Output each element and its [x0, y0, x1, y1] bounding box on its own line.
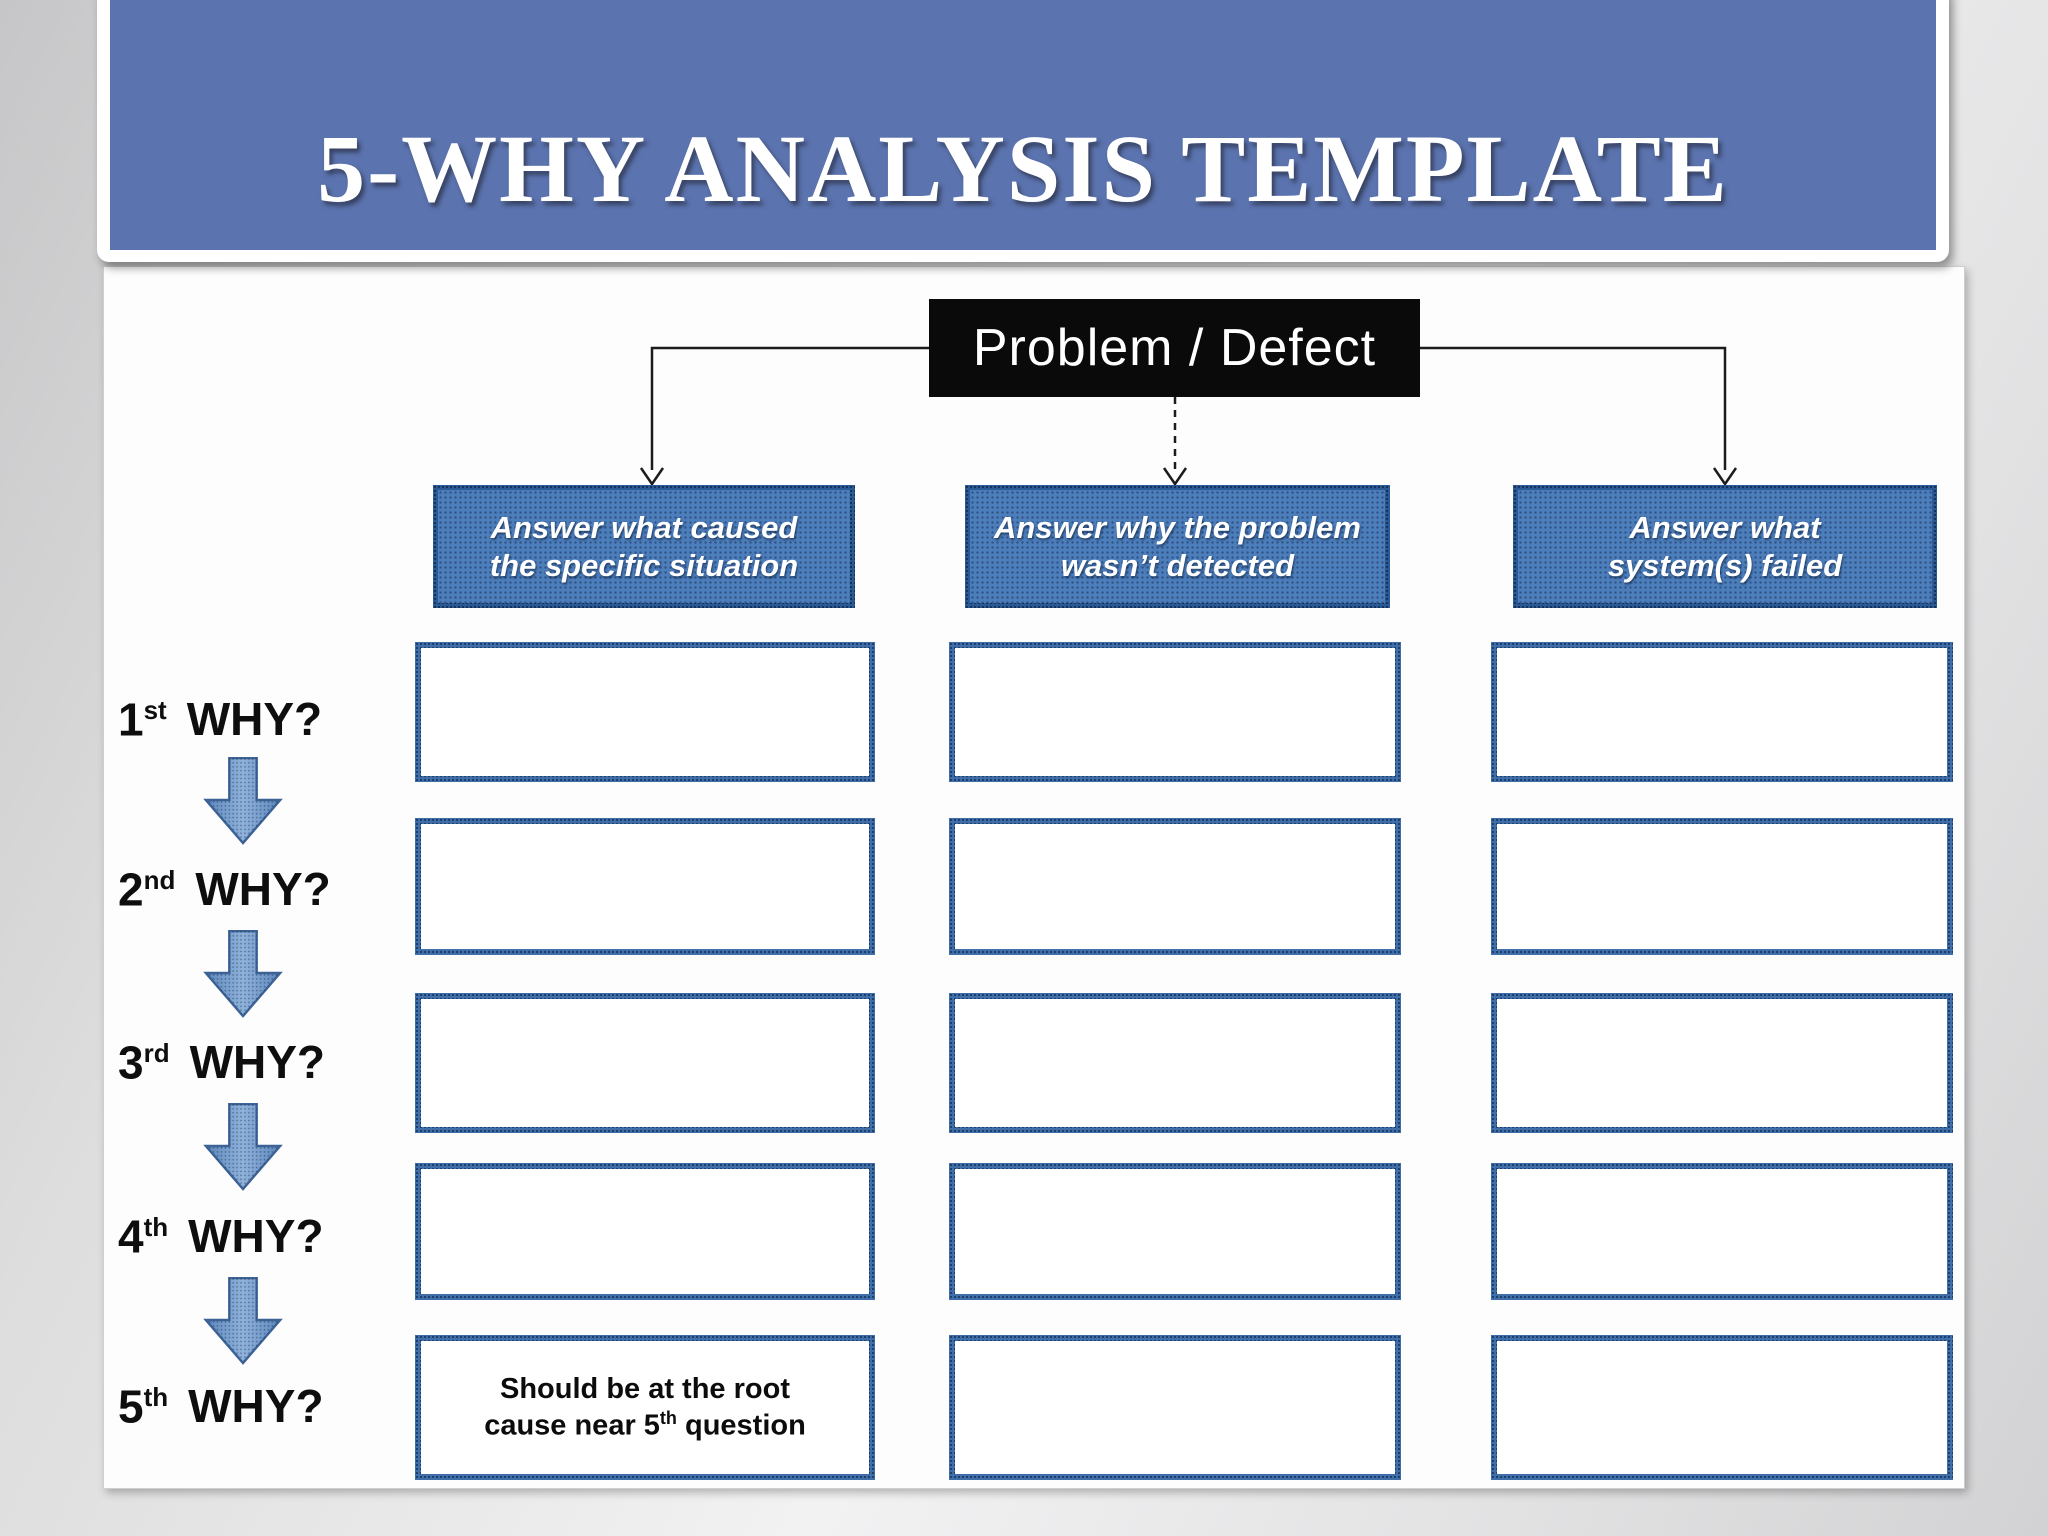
column-header-line: system(s) failed	[1607, 547, 1843, 583]
down-arrow-icon	[203, 1277, 283, 1365]
why-word: WHY?	[189, 1036, 326, 1089]
why-number: 1	[118, 693, 144, 746]
note-text: Should be at the root cause near 5	[484, 1372, 790, 1442]
answer-cell	[949, 642, 1401, 782]
down-arrow-icon	[203, 757, 283, 845]
why-number: 3	[118, 1036, 144, 1089]
why-ordinal: th	[143, 1212, 169, 1242]
why-label-4: 4th WHY?	[118, 1191, 418, 1263]
why-number: 4	[118, 1210, 144, 1263]
answer-cell	[415, 642, 875, 782]
title-banner: 5-WHY ANALYSIS TEMPLATE	[97, 0, 1949, 262]
column-header-line: Answer why the problem	[994, 510, 1361, 546]
page-title: 5-WHY ANALYSIS TEMPLATE	[317, 115, 1729, 222]
why-ordinal: th	[143, 1382, 169, 1412]
note-ordinal: th	[659, 1408, 677, 1429]
column-header-line: Answer what	[1629, 510, 1821, 546]
root-cause-note-cell: Should be at the root cause near 5th que…	[415, 1335, 875, 1480]
answer-cell	[949, 1163, 1401, 1300]
problem-defect-label: Problem / Defect	[972, 319, 1377, 377]
answer-cell	[415, 1163, 875, 1300]
answer-cell	[949, 1335, 1401, 1480]
why-label-3: 3rd WHY?	[118, 1017, 418, 1089]
answer-cell	[949, 818, 1401, 955]
why-label-5: 5th WHY?	[118, 1361, 418, 1433]
answer-cell	[415, 993, 875, 1133]
down-arrow-icon	[203, 1103, 283, 1191]
problem-defect-box: Problem / Defect	[929, 299, 1420, 397]
column-header-system: Answer what system(s) failed	[1513, 485, 1937, 608]
column-header-line: the specific situation	[489, 547, 799, 583]
why-number: 2	[118, 863, 144, 916]
column-header-line: wasn’t detected	[1060, 547, 1295, 583]
title-banner-fill: 5-WHY ANALYSIS TEMPLATE	[110, 0, 1936, 250]
answer-cell	[1491, 1335, 1953, 1480]
root-cause-note: Should be at the root cause near 5th que…	[465, 1371, 825, 1444]
column-header-line: Answer what caused	[490, 510, 798, 546]
why-ordinal: rd	[143, 1038, 170, 1068]
answer-cell	[1491, 1163, 1953, 1300]
note-text: question	[676, 1409, 806, 1442]
answer-cell	[1491, 993, 1953, 1133]
why-word: WHY?	[186, 693, 323, 746]
column-header-detection: Answer why the problem wasn’t detected	[965, 485, 1390, 608]
why-word: WHY?	[188, 1210, 324, 1263]
why-ordinal: st	[143, 695, 167, 725]
answer-cell	[1491, 818, 1953, 955]
answer-cell	[1491, 642, 1953, 782]
answer-cell	[415, 818, 875, 955]
why-word: WHY?	[195, 863, 331, 916]
why-word: WHY?	[188, 1380, 324, 1433]
why-label-1: 1st WHY?	[118, 674, 418, 746]
answer-cell	[949, 993, 1401, 1133]
why-ordinal: nd	[143, 865, 176, 895]
why-label-2: 2nd WHY?	[118, 844, 418, 916]
why-number: 5	[118, 1380, 144, 1433]
down-arrow-icon	[203, 930, 283, 1018]
column-header-cause: Answer what caused the specific situatio…	[433, 485, 855, 608]
